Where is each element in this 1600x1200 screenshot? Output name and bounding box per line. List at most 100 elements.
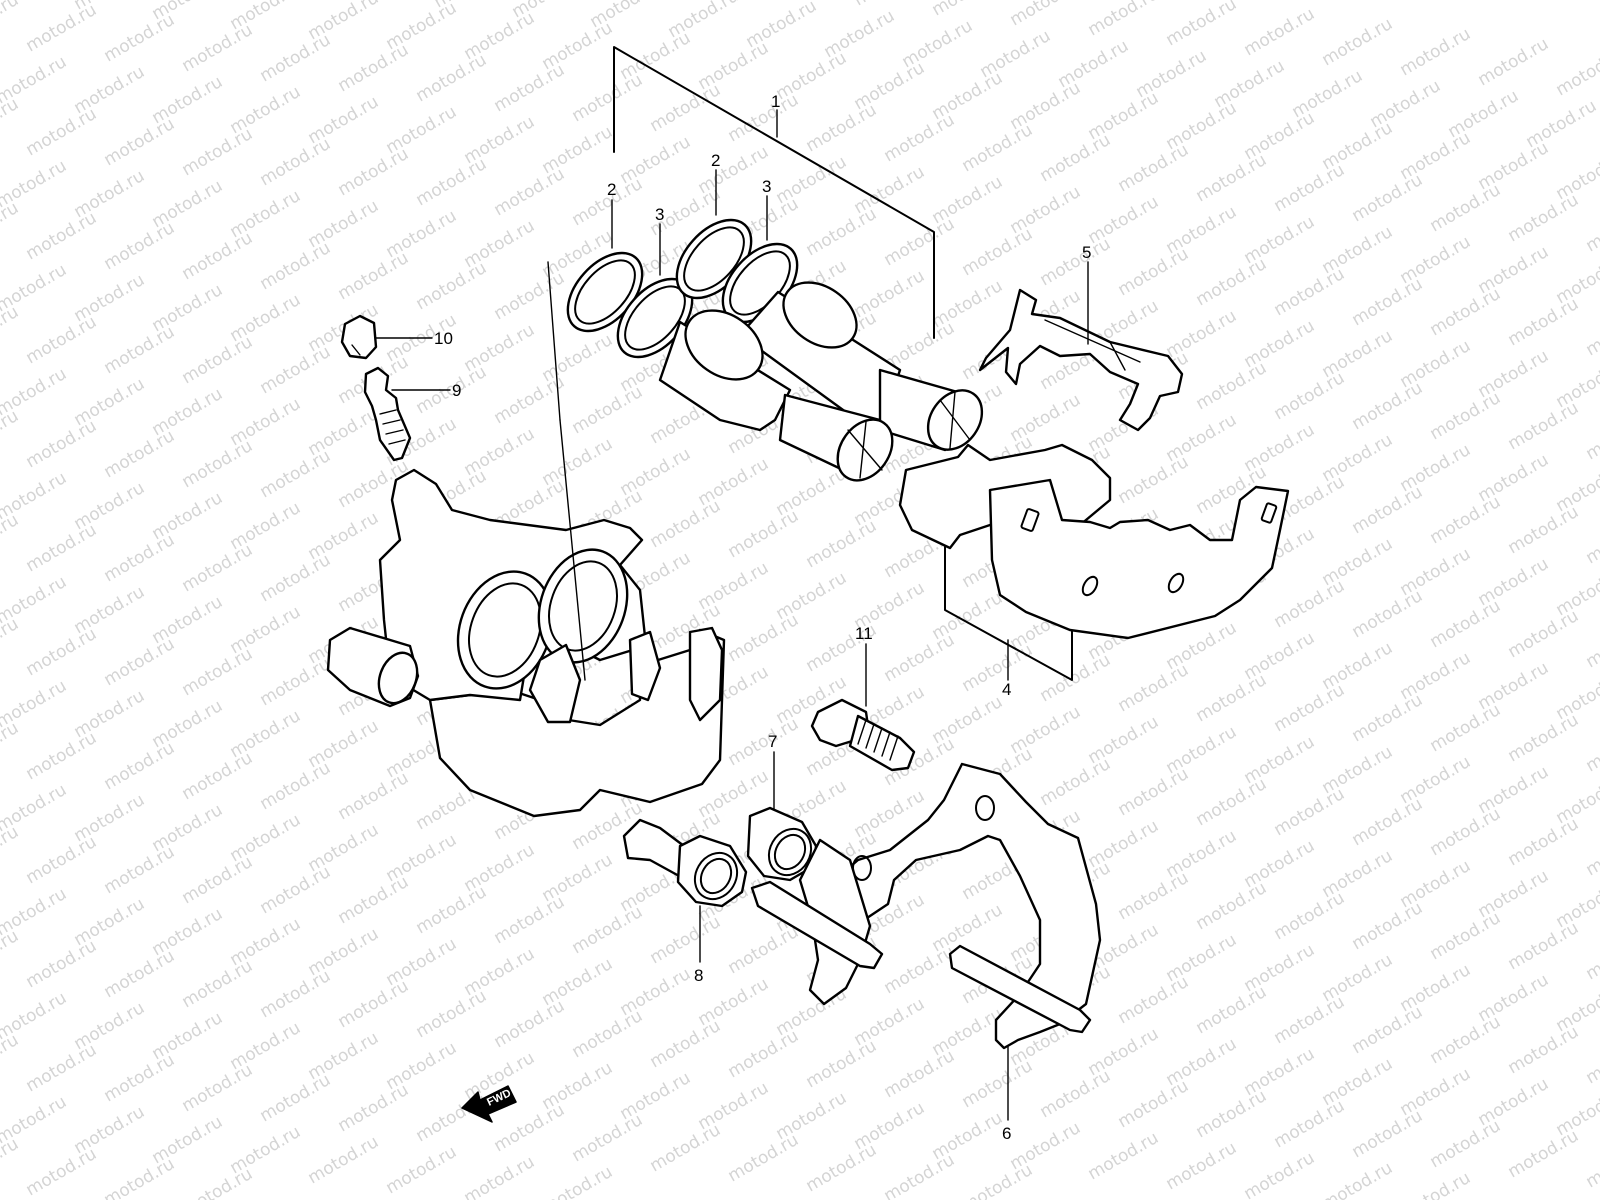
watermark-text: motod.ru <box>179 124 257 180</box>
watermark-text: motod.ru <box>725 506 803 562</box>
watermark-text: motod.ru <box>1427 180 1505 236</box>
watermark-text: motod.ru <box>1553 460 1600 516</box>
watermark-text: motod.ru <box>1583 616 1600 672</box>
watermark-text: motod.ru <box>1553 356 1600 412</box>
watermark-text: motod.ru <box>1583 720 1600 776</box>
watermark-text: motod.ru <box>1349 690 1427 746</box>
watermark-text: motod.ru <box>305 1132 383 1188</box>
watermark-text: motod.ru <box>1505 1126 1583 1182</box>
piston-seal-left <box>566 251 644 333</box>
watermark-text: motod.ru <box>257 550 335 606</box>
watermark-text: motod.ru <box>1427 1116 1505 1172</box>
watermark-text: motod.ru <box>1583 304 1600 360</box>
watermark-text: motod.ru <box>881 1046 959 1102</box>
watermark-text: motod.ru <box>23 728 101 784</box>
piston-rear <box>738 281 984 452</box>
watermark-text: motod.ru <box>0 406 22 462</box>
watermark-text: motod.ru <box>1037 1066 1115 1122</box>
watermark-text: motod.ru <box>23 832 101 888</box>
watermark-text: motod.ru <box>23 0 101 56</box>
watermark-text: motod.ru <box>257 342 335 398</box>
watermark-text: motod.ru <box>1583 512 1600 568</box>
watermark-text: motod.ru <box>1271 576 1349 632</box>
watermark-text: motod.ru <box>1349 482 1427 538</box>
piston-front <box>658 309 894 482</box>
watermark-text: motod.ru <box>569 1110 647 1166</box>
watermark-text: motod.ru <box>569 382 647 438</box>
watermark-text: motod.ru <box>1115 1076 1193 1132</box>
watermark-text: motod.ru <box>23 1040 101 1096</box>
watermark-text: motod.ru <box>803 516 881 572</box>
watermark-text: motod.ru <box>1115 452 1193 508</box>
callout-3b: 3 <box>762 177 771 196</box>
watermark-text: motod.ru <box>257 134 335 190</box>
watermark-text: motod.ru <box>101 322 179 378</box>
watermark-text: motod.ru <box>179 436 257 492</box>
watermark-text: motod.ru <box>1193 254 1271 310</box>
watermark-text: motod.ru <box>1583 1136 1600 1192</box>
watermark-text: motod.ru <box>1505 1022 1583 1078</box>
watermark-text: motod.ru <box>0 302 22 358</box>
watermark-text: motod.ru <box>1163 1138 1241 1194</box>
callout-9: 9 <box>452 381 461 400</box>
boot-lower <box>676 834 748 908</box>
watermark-text: motod.ru <box>959 640 1037 696</box>
watermark-text: motod.ru <box>101 634 179 690</box>
watermark-text: motod.ru <box>23 208 101 264</box>
watermark-text: motod.ru <box>257 1070 335 1126</box>
watermark-text: motod.ru <box>1193 150 1271 206</box>
watermark-text: motod.ru <box>647 912 725 968</box>
watermark-text: motod.ru <box>1193 1086 1271 1142</box>
watermark-text: motod.ru <box>1271 784 1349 840</box>
watermark-text: motod.ru <box>1085 0 1163 40</box>
watermark-text: motod.ru <box>647 1016 725 1072</box>
watermark-text: motod.ru <box>179 852 257 908</box>
watermark-text: motod.ru <box>0 198 22 254</box>
bleeder-valve <box>363 366 412 462</box>
watermark-text: motod.ru <box>179 1164 257 1200</box>
watermark-text: motod.ru <box>569 902 647 958</box>
watermark-text: motod.ru <box>257 446 335 502</box>
watermark-text: motod.ru <box>1241 1148 1319 1200</box>
watermark-text: motod.ru <box>929 0 1007 20</box>
watermark-text: motod.ru <box>725 922 803 978</box>
watermark-text: motod.ru <box>257 966 335 1022</box>
callout-labels: 1 2 2 3 3 4 5 6 7 8 9 10 11 <box>434 92 1091 1143</box>
watermark-text: motod.ru <box>959 120 1037 176</box>
watermark-text: motod.ru <box>647 1120 725 1176</box>
watermark-text: motod.ru <box>1241 4 1319 60</box>
watermark-text: motod.ru <box>1037 650 1115 706</box>
watermark-text: motod.ru <box>101 1050 179 1106</box>
watermark-text: motod.ru <box>1271 368 1349 424</box>
watermark-text: motod.ru <box>101 426 179 482</box>
watermark-text: motod.ru <box>257 758 335 814</box>
watermark-text: motod.ru <box>1115 660 1193 716</box>
watermark-text: motod.ru <box>1505 918 1583 974</box>
watermark-text: motod.ru <box>1553 252 1600 308</box>
watermark-text: motod.ru <box>1349 1002 1427 1058</box>
watermark-text: motod.ru <box>101 114 179 170</box>
watermark-text: motod.ru <box>1163 0 1241 50</box>
watermark-text: motod.ru <box>257 30 335 86</box>
watermark-text: motod.ru <box>179 540 257 596</box>
watermark-text: motod.ru <box>179 644 257 700</box>
watermark-text: motod.ru <box>1319 14 1397 70</box>
watermark-text: motod.ru <box>335 248 413 304</box>
watermark-text: motod.ru <box>1427 908 1505 964</box>
watermark-text: motod.ru <box>1505 814 1583 870</box>
watermark-text: motod.ru <box>1349 794 1427 850</box>
watermark-text: motod.ru <box>0 1134 22 1190</box>
watermark-text: motod.ru <box>1427 596 1505 652</box>
watermark-text: motod.ru <box>539 1162 617 1200</box>
watermark-text: motod.ru <box>23 936 101 992</box>
watermark-text: motod.ru <box>1505 398 1583 454</box>
watermark-text: motod.ru <box>1349 1106 1427 1162</box>
watermark-text: motod.ru <box>569 1006 647 1062</box>
watermark-text: motod.ru <box>959 1160 1037 1200</box>
watermark-text: motod.ru <box>257 654 335 710</box>
watermark-text: motod.ru <box>803 204 881 260</box>
watermark-text: motod.ru <box>179 20 257 76</box>
watermark-text: motod.ru <box>1553 772 1600 828</box>
watermark-text: motod.ru <box>179 956 257 1012</box>
